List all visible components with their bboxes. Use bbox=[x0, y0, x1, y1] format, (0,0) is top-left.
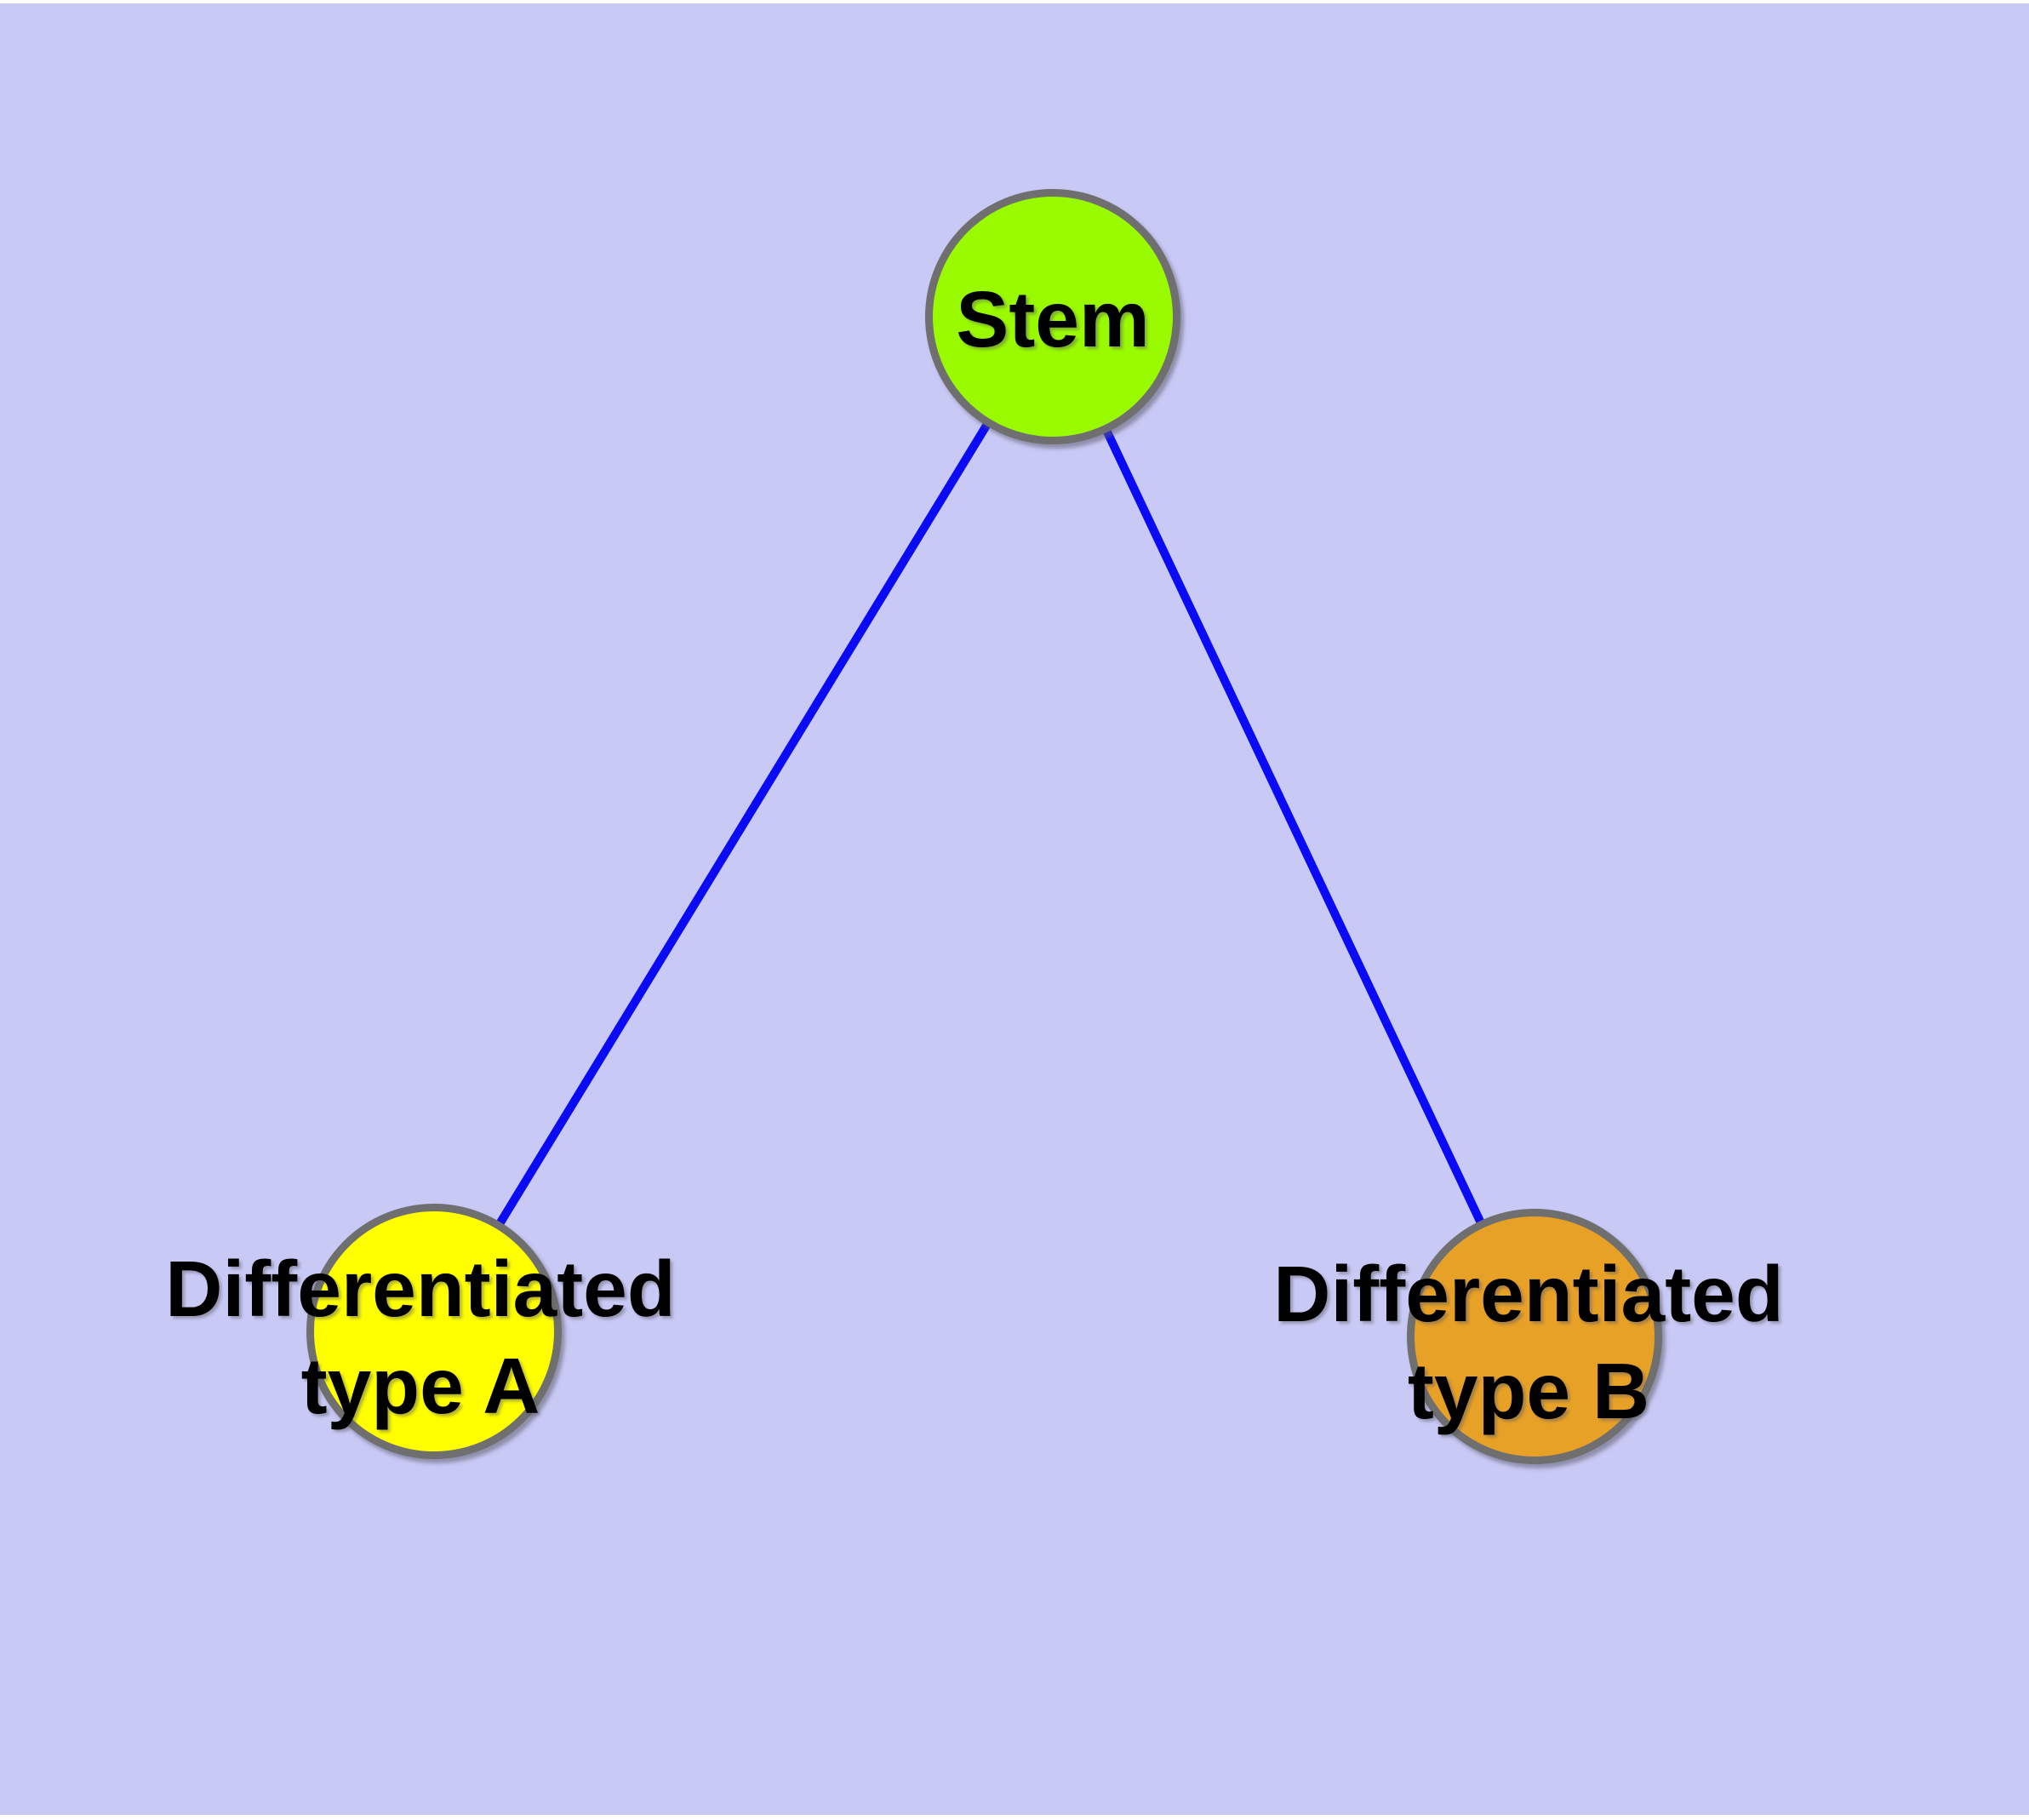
node-type-a-label-line1: Differentiated bbox=[165, 1245, 676, 1333]
edge-stem-to-type-a bbox=[430, 314, 1057, 1334]
edge-layer bbox=[430, 314, 1539, 1339]
edge-stem-to-type-b bbox=[1049, 314, 1539, 1339]
node-type-a-label: Differentiated type A bbox=[165, 1240, 675, 1434]
node-differentiated-type-a bbox=[306, 1204, 562, 1459]
node-type-b-label: Differentiated type B bbox=[1273, 1245, 1783, 1439]
node-type-b-label-line1: Differentiated bbox=[1273, 1250, 1784, 1338]
node-stem-label: Stem bbox=[956, 271, 1149, 368]
diagram-canvas: Stem Differentiated type A Differentiate… bbox=[0, 3, 2029, 1815]
node-type-b-label-line2: type B bbox=[1407, 1347, 1650, 1435]
node-type-a-label-line2: type A bbox=[300, 1342, 540, 1430]
node-stem bbox=[925, 189, 1180, 444]
node-differentiated-type-b bbox=[1407, 1209, 1662, 1464]
node-stem-label-text: Stem bbox=[956, 275, 1150, 363]
